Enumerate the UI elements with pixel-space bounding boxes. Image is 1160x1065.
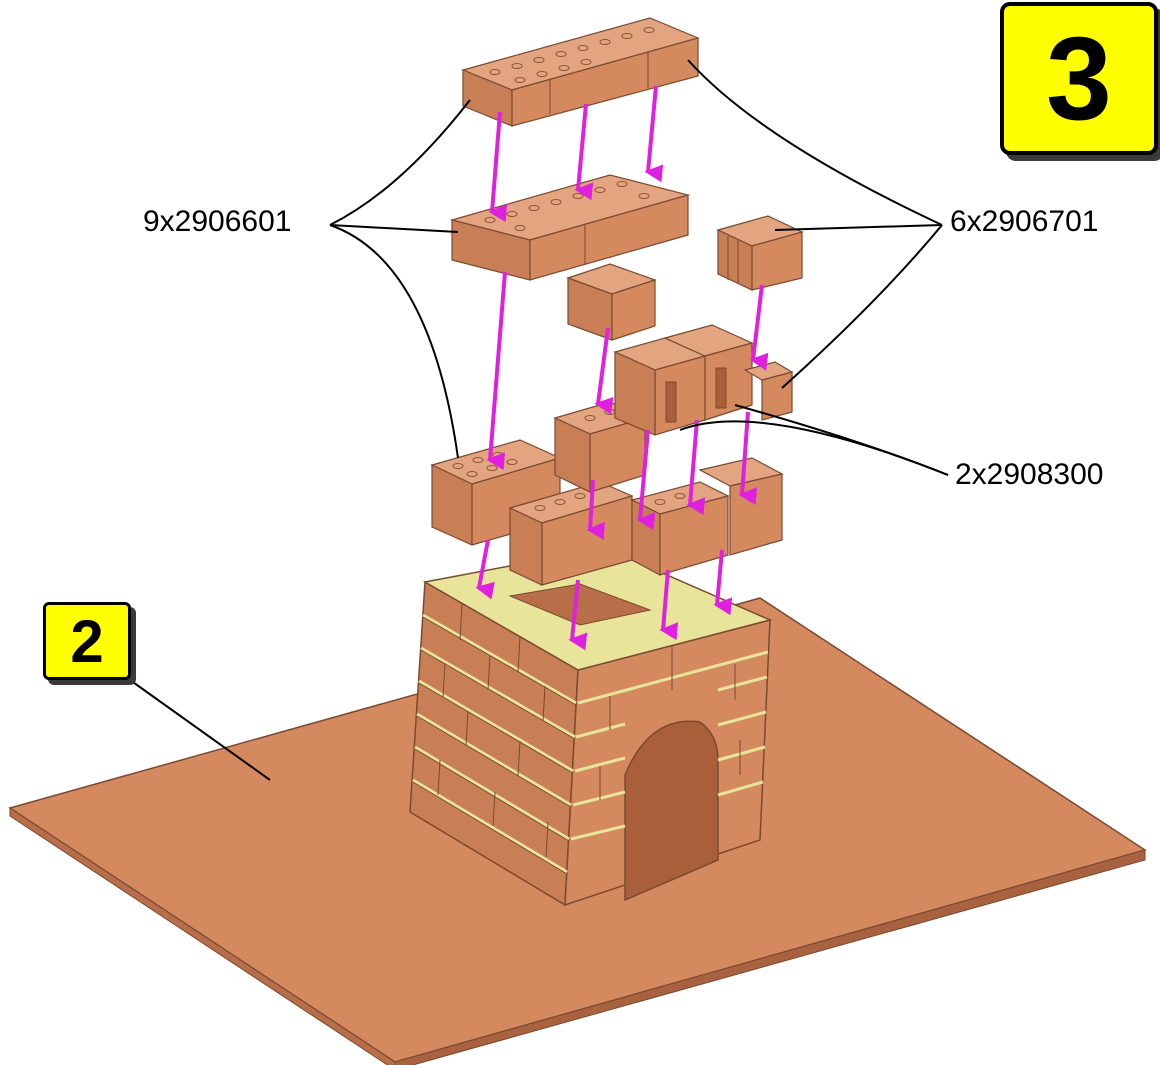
callout-brick-long: 9x2906601: [143, 205, 292, 238]
brick-layer-middle: [430, 401, 784, 586]
placement-arrows: [475, 85, 769, 651]
substep-number-badge: 2: [43, 602, 131, 680]
leader-lines: [129, 59, 949, 781]
window-blocks: [613, 324, 794, 436]
brick-layer-top: [461, 17, 700, 127]
brick-small-blocks: [566, 215, 804, 341]
callout-brick-window: 2x2908300: [955, 458, 1104, 491]
brick-layer-second: [449, 174, 691, 281]
brick-arch-structure: [409, 547, 773, 907]
step-number-badge: 3: [1000, 2, 1158, 155]
callout-brick-short: 6x2906701: [950, 205, 1099, 238]
